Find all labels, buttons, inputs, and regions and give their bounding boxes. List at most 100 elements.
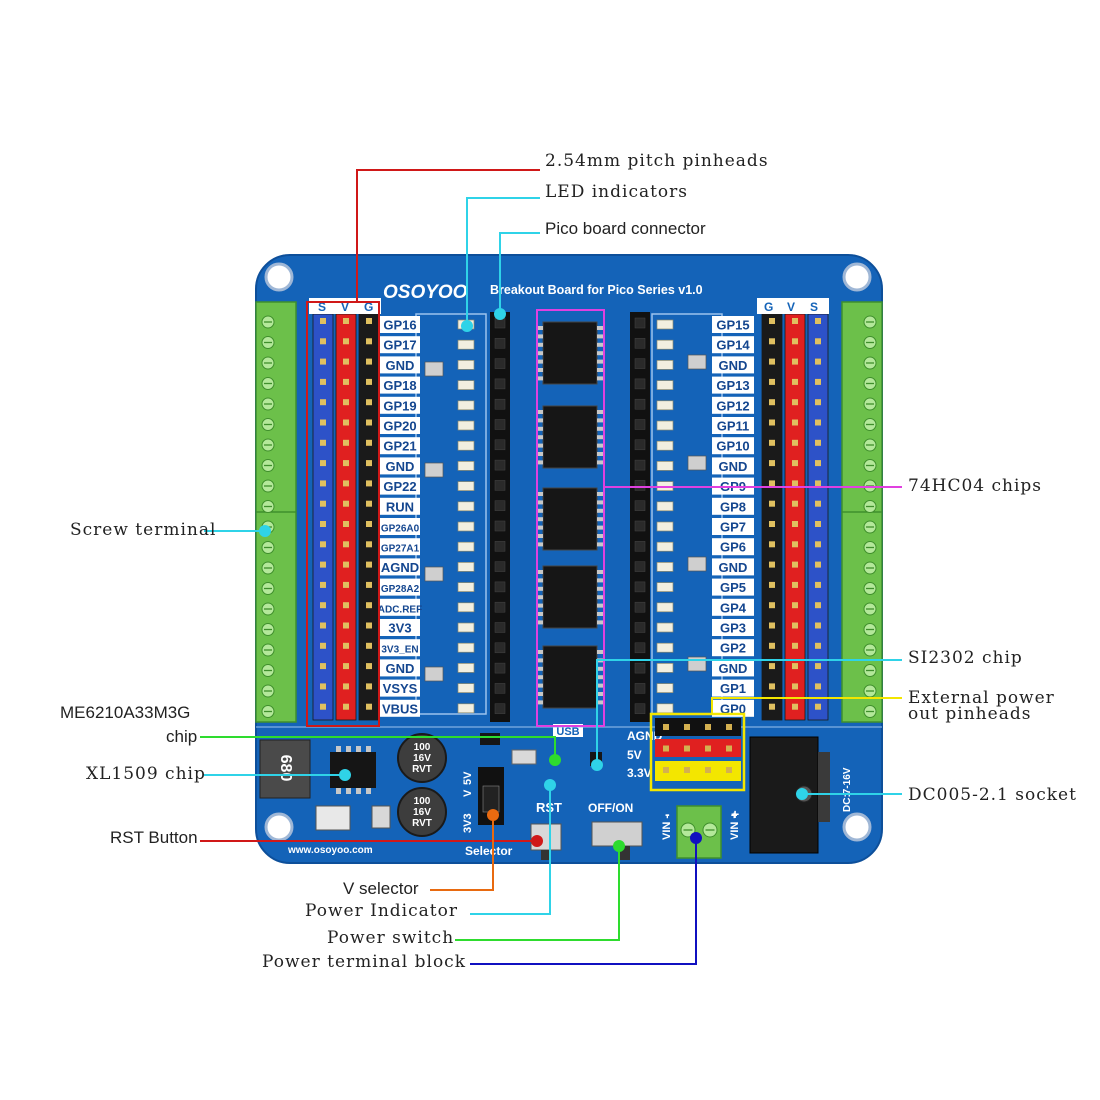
- ic-74hc04: [542, 565, 598, 629]
- led-indicator: [656, 602, 674, 613]
- pin: [815, 622, 821, 629]
- smd-part: [371, 805, 391, 829]
- pin: [815, 338, 821, 345]
- pin: [366, 663, 372, 670]
- pin: [815, 378, 821, 385]
- ic-lead: [597, 500, 603, 505]
- callout-xl1509: XL1509 chip: [86, 764, 206, 784]
- pin-label-right: GP6: [720, 540, 746, 555]
- ic-lead: [597, 578, 603, 583]
- pinhead-row-red: [655, 739, 741, 757]
- pin: [320, 439, 326, 446]
- pin: [320, 703, 326, 710]
- pin-label-bg: [380, 417, 420, 434]
- connector-hole: [494, 703, 506, 714]
- ic-lead: [537, 517, 543, 522]
- pin-label-bg: [380, 639, 420, 657]
- pin: [343, 521, 349, 527]
- pin: [815, 683, 821, 690]
- pin: [343, 663, 349, 670]
- pin-header-column: [335, 313, 357, 721]
- power-switch-knob: [620, 846, 630, 860]
- ic-lead: [537, 492, 543, 496]
- line-power-indicator: [470, 785, 551, 915]
- ic-lead: [537, 620, 543, 625]
- pin: [343, 378, 349, 385]
- pin: [343, 399, 349, 406]
- pin: [792, 460, 798, 467]
- ic-lead: [597, 692, 603, 696]
- dot-dc005: [796, 788, 808, 800]
- connector-hole: [494, 520, 506, 532]
- resistor-array: [687, 455, 707, 471]
- pin-label-right: GND: [719, 358, 748, 373]
- pin: [343, 460, 349, 467]
- pin-label-left: GP20: [383, 419, 416, 434]
- line-ext-power: [711, 697, 902, 714]
- pin: [769, 642, 775, 649]
- pin-label-left: GP26A0: [381, 524, 420, 535]
- callout-power-switch: Power switch: [327, 928, 455, 948]
- ic-lead: [356, 788, 361, 794]
- ic-lead: [597, 452, 603, 456]
- line-v-selector: [430, 815, 494, 891]
- pin: [792, 378, 798, 385]
- pin: [366, 358, 372, 365]
- led-indicator: [457, 481, 475, 491]
- connector-hole: [494, 338, 506, 349]
- pin: [792, 480, 798, 487]
- led-indicator: [457, 339, 475, 350]
- ic-lead: [597, 612, 603, 616]
- pin-label-bg: [380, 699, 420, 717]
- ic-74hc04: [542, 645, 598, 709]
- pin-label-bg: [380, 477, 420, 495]
- ic-lead: [597, 595, 603, 600]
- pin: [343, 703, 349, 710]
- ic-lead: [366, 788, 371, 794]
- pin-label-bg: [712, 457, 754, 475]
- pin-label-right: GP13: [716, 378, 749, 393]
- pin-label-left: GP19: [383, 398, 416, 413]
- pin: [792, 419, 798, 426]
- ic-lead: [537, 612, 543, 616]
- pin: [769, 703, 775, 710]
- pin: [366, 480, 372, 487]
- pin: [792, 581, 798, 588]
- pin-label-right: GND: [719, 459, 748, 474]
- dc-socket-side: [818, 752, 830, 822]
- line-me6210: [200, 736, 556, 760]
- pin: [343, 541, 349, 548]
- pin: [815, 419, 821, 426]
- callout-power-indicator: Power Indicator: [305, 901, 458, 921]
- connector-hole: [634, 703, 646, 714]
- pin: [792, 541, 798, 548]
- led-indicator: [656, 683, 674, 693]
- ic-lead: [366, 746, 371, 752]
- ic-lead: [597, 359, 603, 364]
- inductor: [259, 739, 311, 799]
- led-indicator: [457, 541, 475, 552]
- pin: [320, 581, 326, 588]
- pin: [792, 338, 798, 345]
- connector-hole: [634, 500, 646, 511]
- pin: [320, 480, 326, 487]
- pin-label-bg: [380, 356, 420, 374]
- pin: [769, 541, 775, 548]
- connector-hole: [494, 358, 506, 369]
- xl1509-chip: [330, 752, 376, 788]
- resistor-array: [687, 556, 707, 572]
- pin: [366, 561, 372, 568]
- ic-lead: [537, 443, 543, 448]
- callout-power-terminal: Power terminal block: [262, 952, 467, 972]
- pin: [726, 767, 732, 773]
- pin: [815, 642, 821, 649]
- pin: [320, 683, 326, 690]
- pin: [343, 338, 349, 345]
- mounting-hole: [842, 812, 872, 842]
- led-indicator: [656, 642, 674, 653]
- pin-label-bg: [712, 376, 754, 394]
- pin: [815, 521, 821, 527]
- ic-lead: [597, 351, 603, 356]
- led-indicator: [656, 420, 674, 431]
- ic-lead: [597, 435, 603, 440]
